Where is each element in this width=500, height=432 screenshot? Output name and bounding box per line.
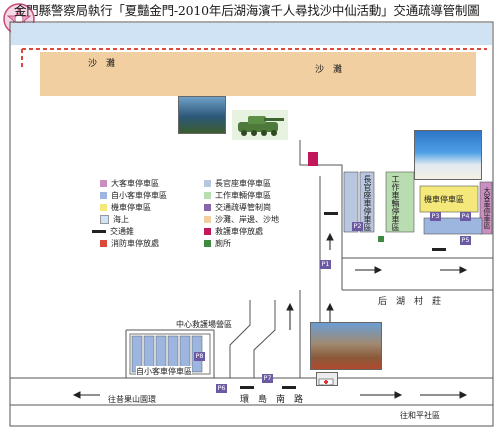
legend-swatch (100, 215, 109, 224)
bus-lot-label: 大客車停車區 (483, 187, 491, 229)
control-post-badge: P1 (320, 260, 331, 269)
legend-swatch (204, 204, 211, 211)
tank-illustration (232, 110, 288, 140)
village-label: 后 湖 村 莊 (378, 297, 442, 307)
legend-item: 自小客車停車區 (100, 190, 167, 201)
road-edge (229, 300, 251, 378)
map-title: 金門縣警察局執行「夏豔金門-2010年后湖海濱千人尋找沙中仙活動」交通疏導管制圖 (14, 3, 480, 18)
control-post-badge: P5 (460, 236, 471, 245)
control-post-badge: P8 (194, 352, 205, 361)
road-name-label: 環 島 南 路 (240, 395, 304, 405)
ambulance-marker (308, 152, 318, 166)
legend-item: 機車停車區 (100, 202, 151, 213)
traffic-cones (240, 212, 446, 389)
legend-item: 沙灘、岸邊、沙地 (204, 214, 279, 225)
work-vehicle-lot (385, 171, 415, 233)
control-post-badge: P6 (216, 384, 227, 393)
legend-swatch (100, 204, 107, 211)
motorcycle-lot (419, 185, 479, 213)
legend-item: 海上 (100, 214, 129, 225)
legend-item: 廁所 (204, 238, 231, 249)
moto-lot-label: 機車停車區 (424, 195, 464, 204)
ambulance-photo (316, 372, 338, 386)
control-post-badge: P4 (460, 212, 471, 221)
legend-item: 救護車停放處 (204, 226, 263, 237)
command-post-label: 中心救護場營區 (176, 320, 232, 329)
center-lot-label: 自小客車停車區 (136, 366, 192, 377)
sand-label-left: 沙 灘 (88, 59, 116, 69)
legend-item: 消防車停放處 (100, 238, 159, 249)
legend-swatch (100, 192, 107, 199)
legend-swatch (100, 240, 107, 247)
legend-swatch (204, 192, 211, 199)
legend-item: 交通疏導管制崗 (204, 202, 271, 213)
legend-swatch (100, 180, 107, 187)
right-car-lot (423, 217, 483, 235)
sand-area (40, 52, 476, 96)
direction-arrows (72, 232, 468, 399)
legend-item: 工作車輛停車區 (204, 190, 271, 201)
to-left-label: 往昔果山園環 (108, 395, 156, 404)
work-lot-label: 工作車輛停車區 (391, 175, 400, 231)
control-post-badge: P7 (262, 374, 273, 383)
bus-lot (479, 181, 493, 235)
toilet-marker (378, 236, 384, 242)
sea-band (11, 23, 492, 45)
legend-item: 大客車停車區 (100, 178, 159, 189)
village-photo (310, 322, 382, 370)
coast-photo (178, 96, 226, 134)
map-frame (9, 21, 494, 427)
to-right-label: 往和平社區 (400, 411, 440, 420)
road-edge (253, 300, 276, 378)
official-lot-label: 長官座車停車區 (363, 175, 372, 231)
legend-item: 交通錐 (92, 226, 134, 237)
legend-swatch (204, 240, 211, 247)
road-central (299, 140, 343, 176)
legend-swatch (204, 228, 211, 235)
beach-photo (414, 130, 482, 180)
legend-swatch (204, 216, 211, 223)
control-post-badge: P2 (352, 222, 363, 231)
cone-swatch (92, 230, 106, 233)
legend-item: 長官座車停車區 (204, 178, 271, 189)
official-car-lot (343, 171, 375, 233)
sand-label-right: 沙 灘 (315, 65, 343, 75)
legend-swatch (204, 180, 211, 187)
control-post-badge: P3 (430, 212, 441, 221)
